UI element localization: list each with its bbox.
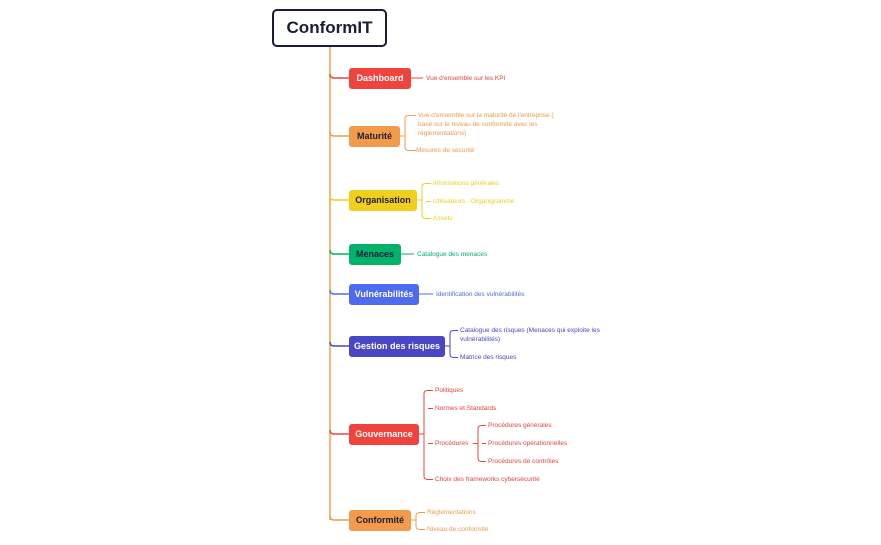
bracket-line [421,183,427,219]
leaf-node[interactable]: Catalogue des risques (Menaces qui explo… [460,327,600,343]
branch-connector [329,131,349,137]
subleaf-node[interactable]: Procédures opérationnelles [488,440,568,447]
branch-connector [329,73,349,79]
branch-connector [329,341,349,347]
leaf-node[interactable]: Niveau de conformité [427,526,489,533]
bracket-line [423,390,429,480]
leaf-node[interactable]: Procédures [435,440,469,447]
leaf-node[interactable]: Utilisateurs - Organigramme [433,198,515,205]
branch-node-5[interactable]: Gestion des risques [349,335,445,357]
branch-connector [329,195,349,201]
bracket-line [404,115,410,151]
leaf-node[interactable]: Catalogue des menaces [417,251,488,258]
branch-connector [329,429,349,435]
branch-connector [329,289,349,295]
leaf-node[interactable]: Informations générales [433,180,500,187]
bracket-line [449,330,455,358]
branch-connector [329,515,349,521]
branch-node-0[interactable]: Dashboard [349,67,411,89]
branch-node-2[interactable]: Organisation [349,189,417,211]
branch-connector [329,249,349,255]
leaf-node[interactable]: Vue d'ensemble sur la maturité de l'entr… [418,112,554,137]
leaf-node[interactable]: Vue d'ensemble sur les KPI [426,75,506,82]
bracket-line [477,425,483,462]
leaf-node[interactable]: Assets [433,215,453,222]
leaf-node[interactable]: Choix des frameworks cybersécurité [435,476,540,483]
leaf-node[interactable]: Mesures de sécurité [416,147,475,154]
leaf-node[interactable]: Politiques [435,387,464,394]
leaf-node[interactable]: Identification des vulnérabilités [436,291,525,298]
branch-node-7[interactable]: Conformité [349,509,411,531]
leaf-node[interactable]: Normes et Standards [435,405,497,412]
bracket-line [415,512,421,530]
branch-node-3[interactable]: Menaces [349,243,401,265]
branch-node-1[interactable]: Maturité [349,125,400,147]
leaf-node[interactable]: Réglementations [427,509,476,516]
subleaf-node[interactable]: Procédures générales [488,422,552,429]
subleaf-node[interactable]: Procédures de contrôles [488,458,559,465]
branch-node-4[interactable]: Vulnérabilités [349,283,419,305]
branch-node-6[interactable]: Gouvernance [349,423,419,445]
leaf-node[interactable]: Matrice des risques [460,354,517,361]
root-node[interactable]: ConformIT [272,9,387,47]
